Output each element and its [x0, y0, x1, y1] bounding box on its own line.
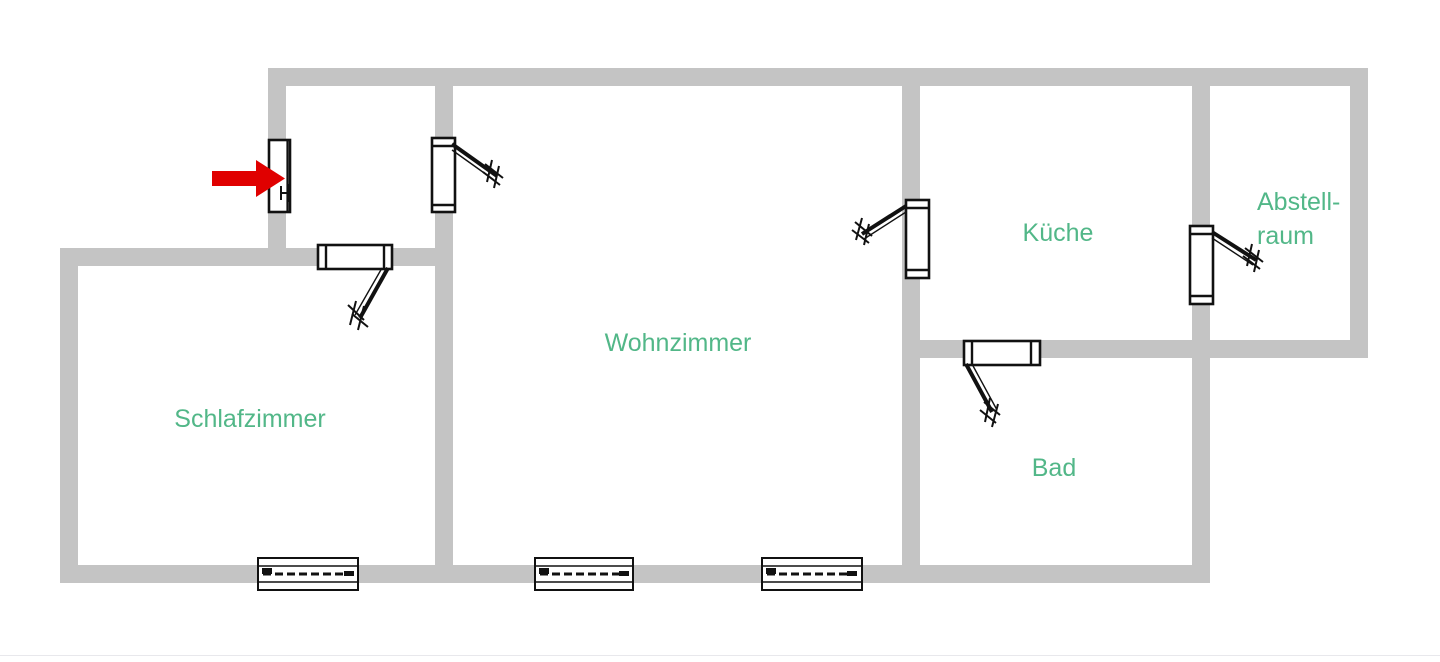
room-labels-layer: Schlafzimmer Wohnzimmer Küche Abstell- r… — [174, 188, 1340, 482]
door-leaf-kueche-abstellraum — [1210, 230, 1264, 273]
room-label-abstellraum-line1: Abstell- — [1257, 188, 1340, 216]
door-leaf-flur-schlafzimmer — [347, 267, 390, 331]
door-leaf-flur-wohnzimmer — [450, 142, 504, 189]
wall-bottom-main — [60, 565, 1210, 583]
wall-left-outer — [60, 248, 78, 583]
doors-layer — [267, 136, 1264, 428]
door-leaf-wohnzimmer-kueche — [851, 204, 908, 246]
door-flur-schlafzimmer[interactable] — [316, 243, 394, 331]
wall-abstell-bottom — [1192, 340, 1368, 358]
door-wohnzimmer-kueche[interactable] — [851, 198, 931, 280]
room-label-schlafzimmer: Schlafzimmer — [174, 405, 325, 433]
windows-layer — [257, 557, 863, 591]
room-label-kueche: Küche — [1023, 219, 1094, 247]
window-schlafzimmer — [257, 557, 359, 591]
door-bad[interactable] — [962, 339, 1042, 428]
room-label-abstellraum: Abstell- raum — [1257, 188, 1340, 250]
wall-top-main — [268, 68, 1368, 86]
door-flur-wohnzimmer[interactable] — [430, 136, 504, 214]
bottom-divider — [0, 655, 1440, 656]
wall-wohn-right — [902, 68, 920, 583]
room-label-bad: Bad — [1032, 454, 1076, 482]
wall-mid-left-horiz — [60, 248, 453, 266]
door-handle-entrance — [280, 184, 290, 202]
door-leaf-bad — [964, 363, 1001, 428]
room-label-wohnzimmer: Wohnzimmer — [605, 329, 752, 357]
room-label-abstellraum-line2: raum — [1257, 222, 1314, 250]
window-wohnzimmer-left — [534, 557, 634, 591]
entrance-arrow — [212, 160, 285, 197]
door-kueche-abstellraum[interactable] — [1188, 224, 1264, 306]
wall-kueche-right — [1192, 68, 1210, 583]
walls-layer — [60, 68, 1368, 583]
window-wohnzimmer-right — [761, 557, 863, 591]
wall-right-outer — [1350, 68, 1368, 358]
